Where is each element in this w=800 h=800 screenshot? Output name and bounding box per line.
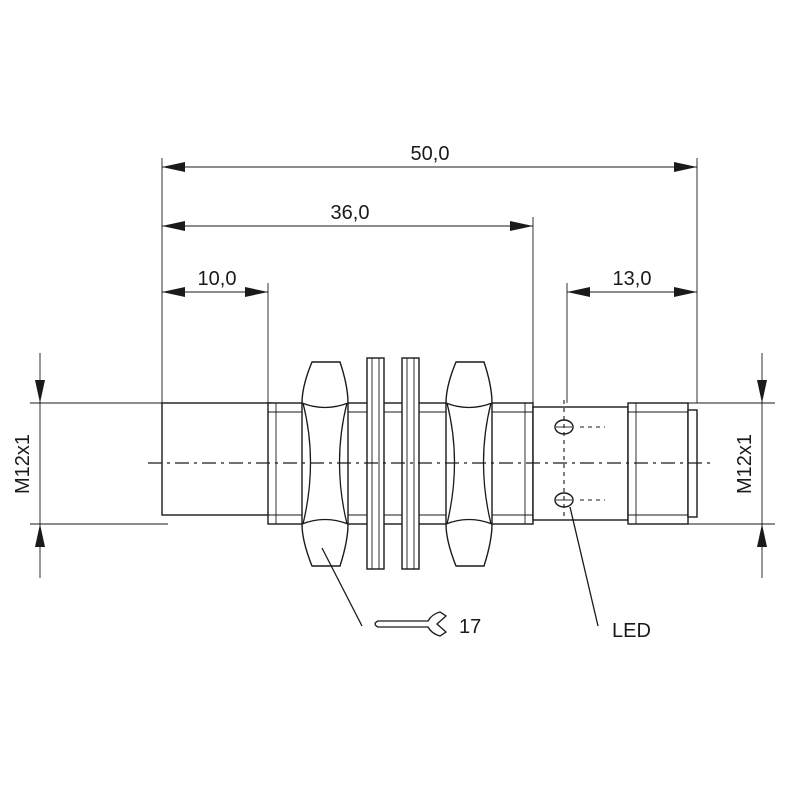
thread-label-right: M12x1 [734, 434, 756, 494]
led-callout: LED [569, 506, 651, 642]
thread-dimension-right: M12x1 [734, 353, 767, 578]
wrench-icon [374, 611, 448, 637]
hex-nut-right [445, 361, 493, 567]
thread-label-left: M12x1 [12, 434, 34, 494]
dimension-10: 10,0 [162, 268, 268, 297]
thread-dimension-left: M12x1 [12, 353, 45, 578]
dimension-label-led-section: 36,0 [331, 202, 370, 224]
dimension-label-connector: 13,0 [613, 268, 652, 290]
dimension-13: 13,0 [567, 268, 697, 297]
dimension-label-sensing-face: 10,0 [198, 268, 237, 290]
dimension-36: 36,0 [162, 202, 533, 231]
dimension-label-overall-length: 50,0 [411, 143, 450, 165]
dimension-50: 50,0 [162, 143, 697, 172]
wrench-size-label: 17 [459, 616, 481, 638]
wrench-callout: 17 [321, 547, 481, 638]
hex-nut-left [301, 361, 349, 567]
led-label: LED [612, 620, 651, 642]
extension-lines [30, 158, 775, 525]
sensing-face [161, 402, 273, 516]
